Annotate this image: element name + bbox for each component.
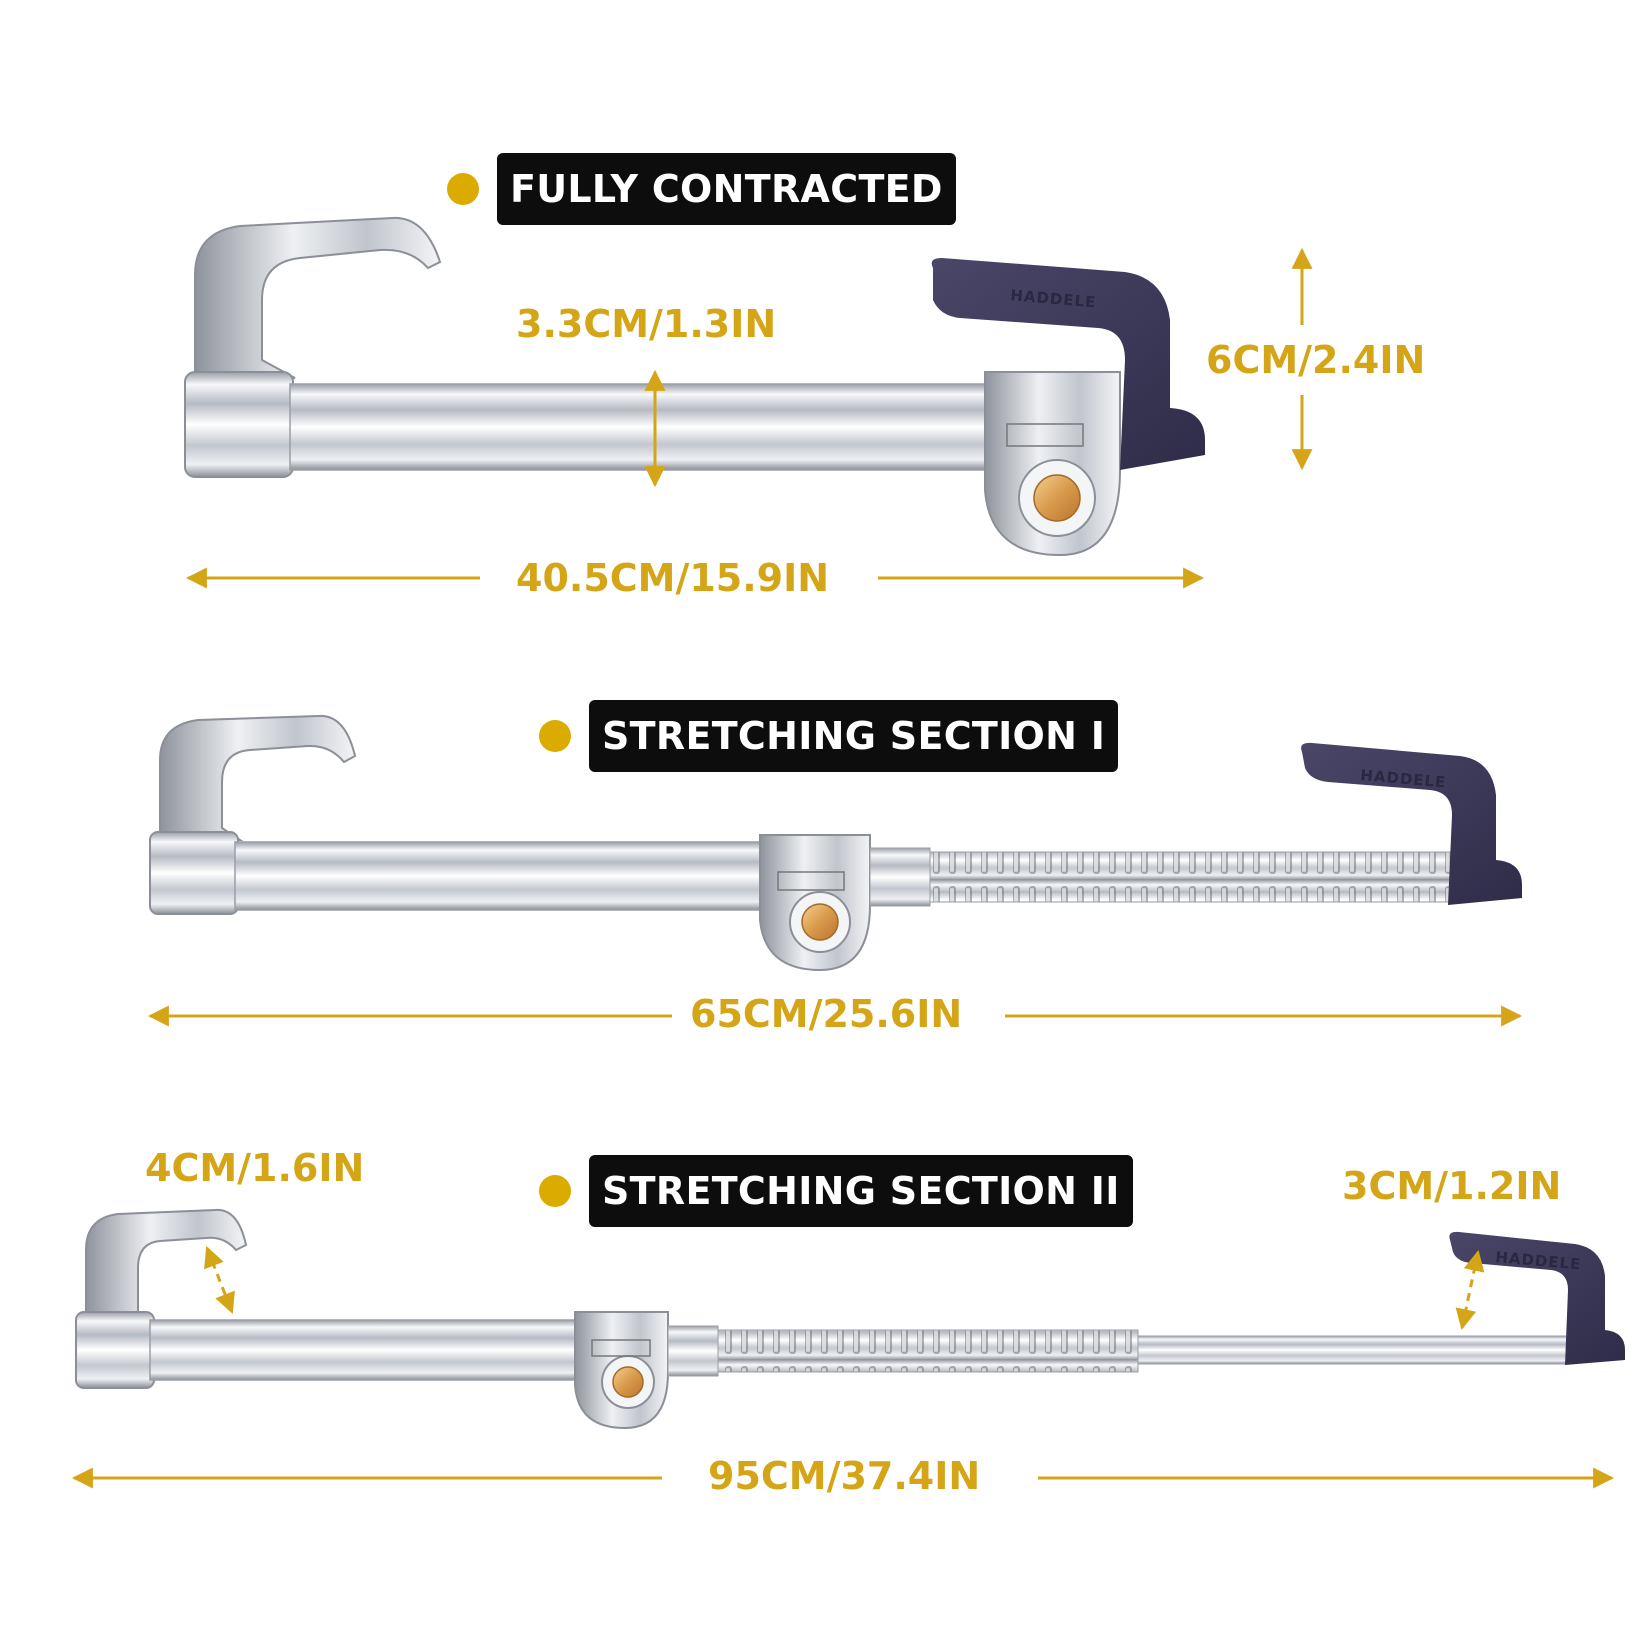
lock-stretch-2: HADDELE	[71, 1208, 1625, 1489]
length-stretch-1-label: 65CM/25.6IN	[690, 992, 963, 1036]
bar-diameter-label: 3.3CM/1.3IN	[516, 302, 777, 346]
section-1-title: FULLY CONTRACTED	[497, 153, 956, 225]
bullet-dot-icon	[539, 720, 571, 752]
hook-gap-line	[204, 1246, 235, 1314]
hook-gap-label: 4CM/1.6IN	[145, 1146, 365, 1190]
grip-icon	[931, 258, 1205, 470]
length-stretch-2-label: 95CM/37.4IN	[708, 1454, 981, 1498]
keyhole-icon	[612, 1366, 644, 1398]
bullet-dot-icon	[539, 1175, 571, 1207]
lock-stretch-1: HADDELE	[147, 714, 1523, 1027]
section-1-header: FULLY CONTRACTED	[447, 153, 956, 225]
section-3-title: STRETCHING SECTION II	[589, 1155, 1133, 1227]
lock-contracted: HADDELE	[184, 216, 1313, 589]
grip-gap-label: 3CM/1.2IN	[1342, 1164, 1562, 1208]
section-2-title: STRETCHING SECTION I	[589, 700, 1119, 772]
bullet-dot-icon	[447, 173, 479, 205]
grip-icon	[1301, 742, 1522, 905]
grip-gap-line	[1455, 1249, 1485, 1331]
hook-icon	[194, 216, 442, 379]
hook-icon	[85, 1208, 248, 1324]
grip-icon	[1449, 1231, 1625, 1365]
grip-height-label: 6CM/2.4IN	[1206, 338, 1426, 382]
section-2-header: STRETCHING SECTION I	[539, 700, 1119, 772]
length-contracted-label: 40.5CM/15.9IN	[516, 556, 830, 600]
hook-icon	[159, 714, 357, 842]
keyhole-icon	[801, 903, 839, 941]
section-3-header: STRETCHING SECTION II	[539, 1155, 1133, 1227]
keyhole-icon	[1033, 474, 1081, 522]
